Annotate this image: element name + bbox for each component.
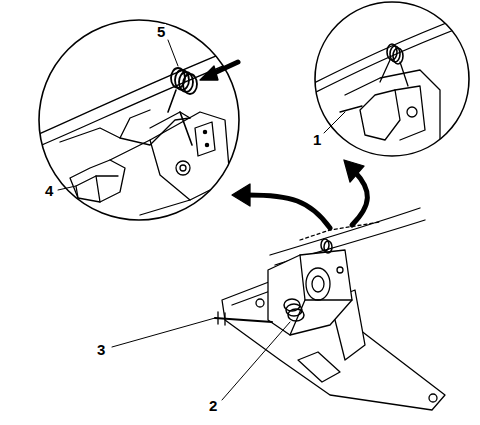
detail-right — [310, 10, 480, 140]
detail-left — [30, 42, 250, 215]
latch-assembly — [215, 208, 445, 410]
callout-number: 1 — [312, 132, 322, 148]
callout-number: 5 — [156, 24, 166, 40]
leader-lines — [58, 40, 345, 400]
callout-number: 4 — [44, 183, 54, 199]
callout-number: 3 — [96, 342, 106, 358]
callout-number: 2 — [208, 398, 218, 414]
